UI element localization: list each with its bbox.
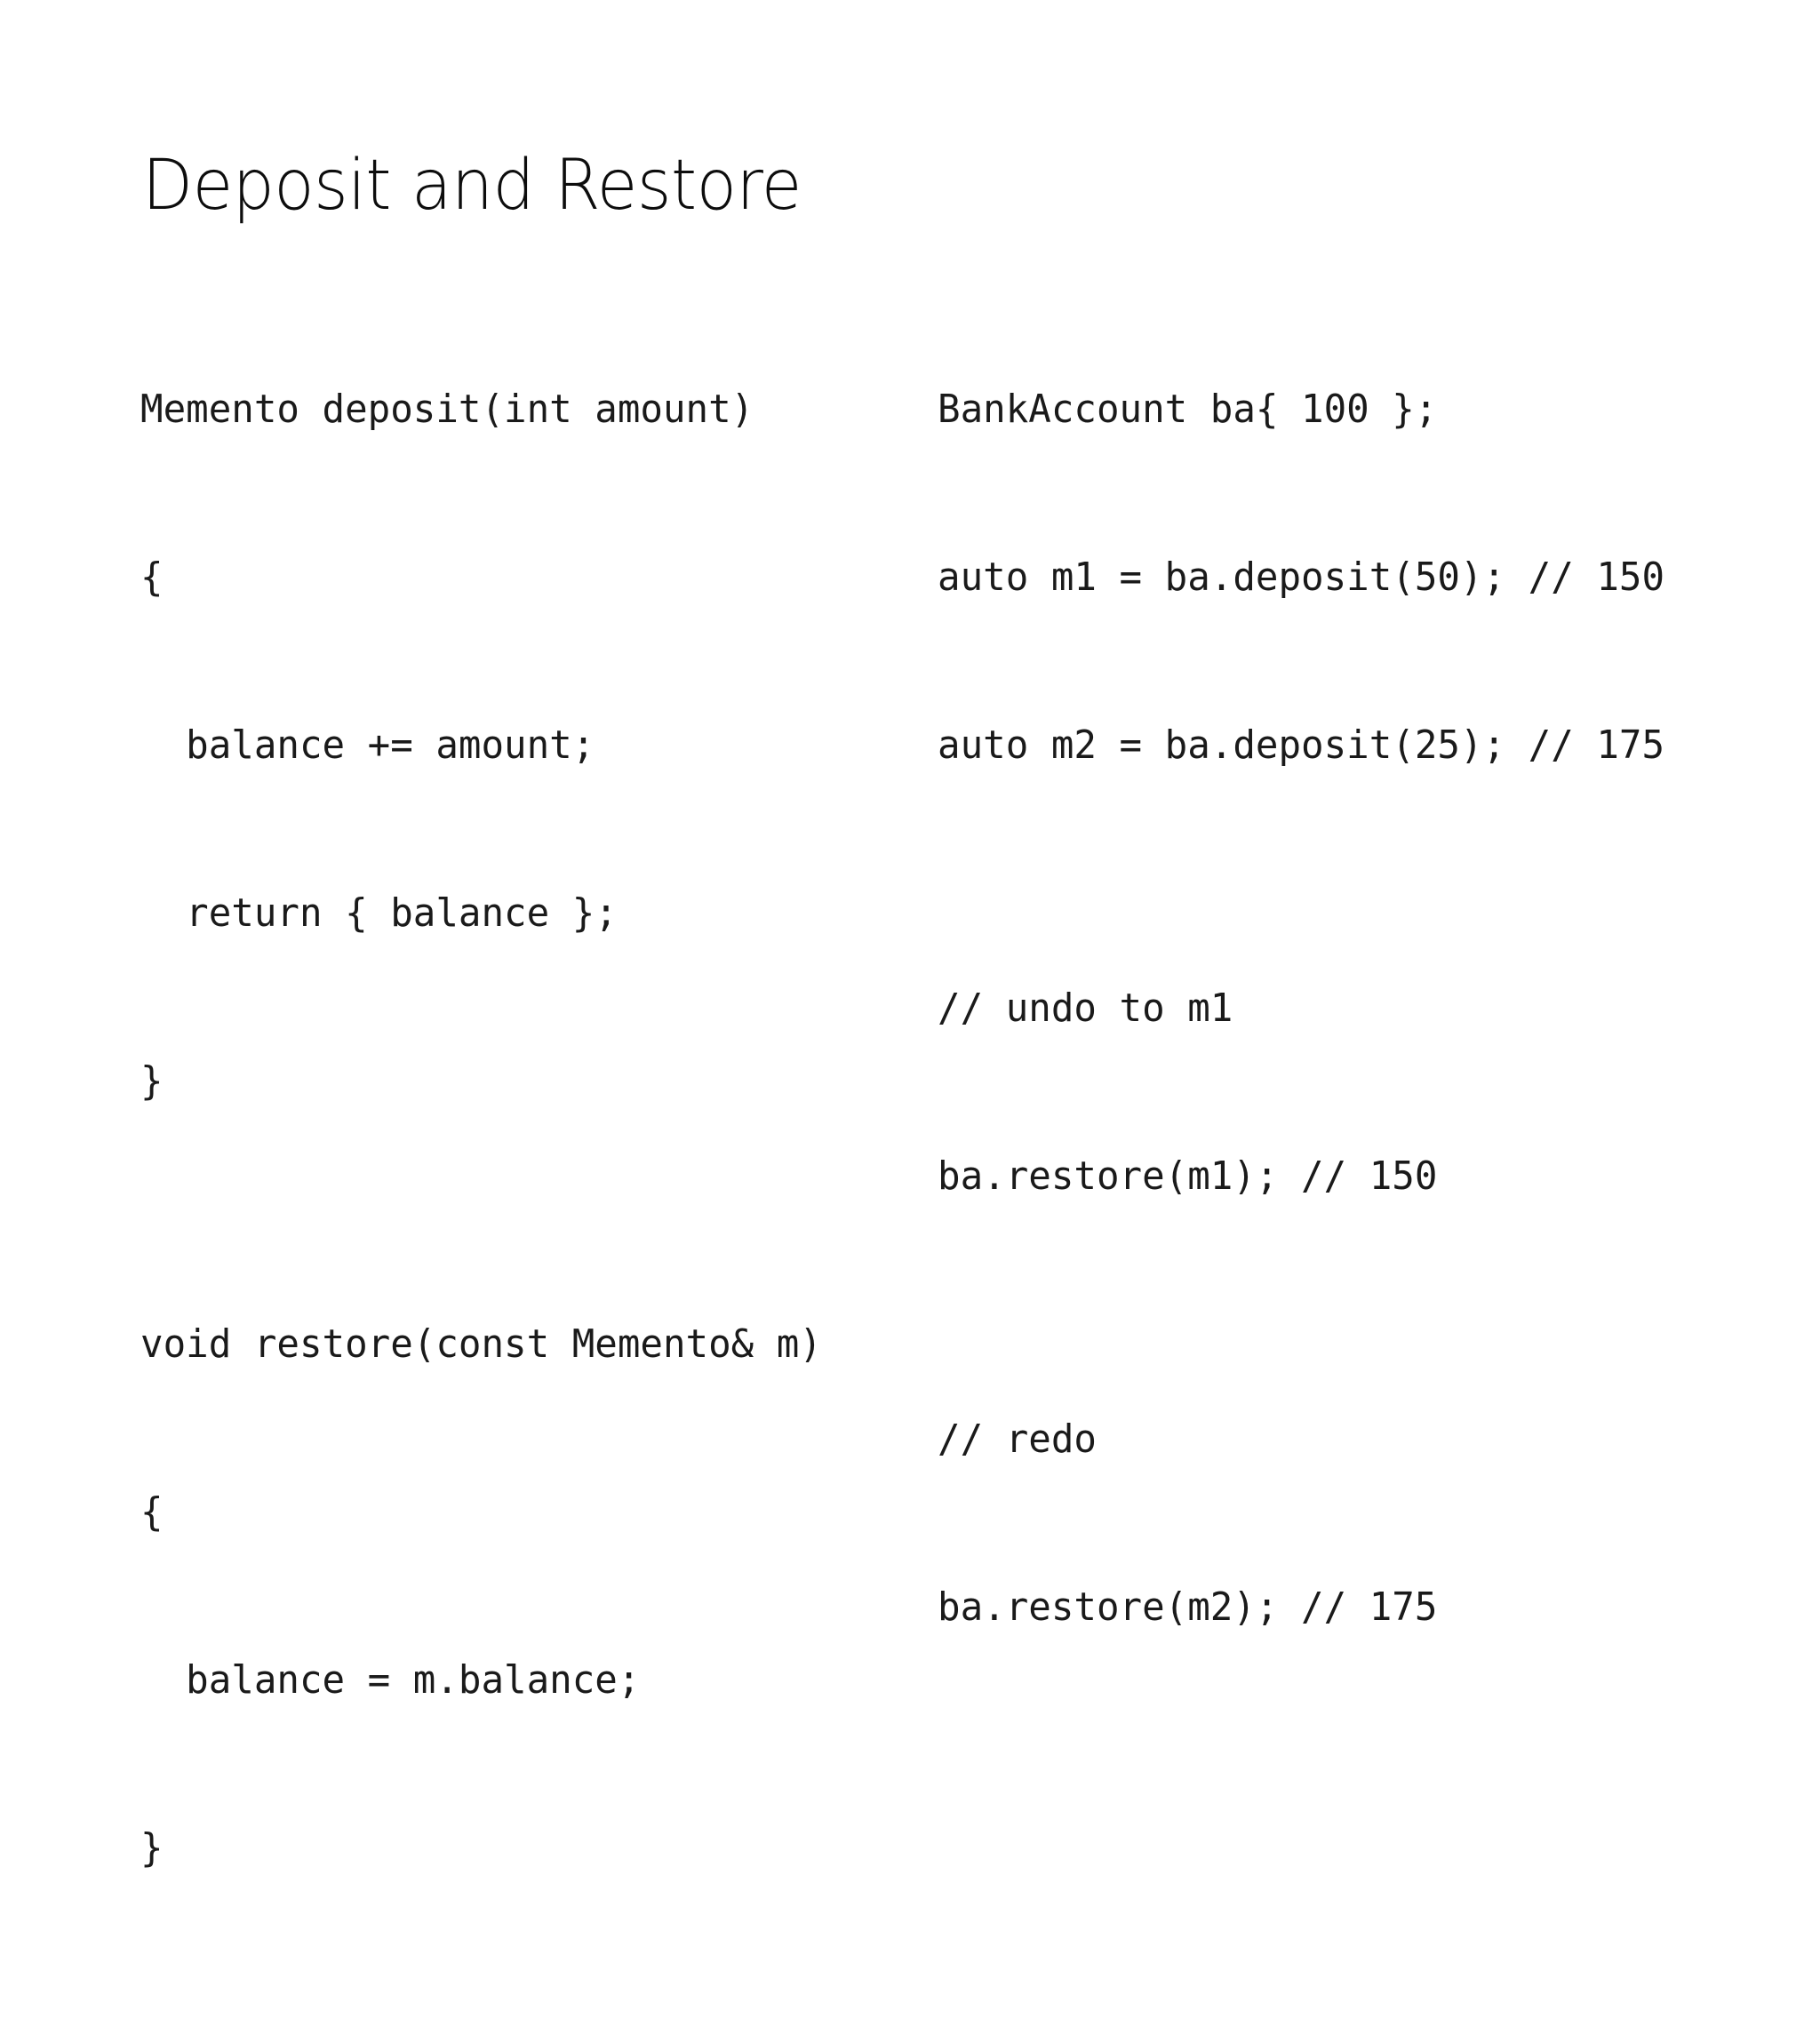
code-block-usage-deposits: BankAccount ba{ 100 }; auto m1 = ba.depo… bbox=[938, 325, 1664, 885]
right-code-column: BankAccount ba{ 100 }; auto m1 = ba.depo… bbox=[938, 286, 1691, 1786]
code-line: auto m2 = ba.deposit(25); // 175 bbox=[938, 722, 1665, 768]
code-line: void restore(const Memento& m) bbox=[140, 1321, 822, 1367]
code-line: return { balance }; bbox=[140, 890, 618, 936]
code-line: balance += amount; bbox=[140, 722, 595, 768]
code-line: } bbox=[140, 1825, 164, 1871]
code-line: { bbox=[140, 555, 164, 600]
code-line: ba.restore(m2); // 175 bbox=[938, 1584, 1438, 1630]
code-line: Memento deposit(int amount) bbox=[140, 387, 754, 432]
left-code-column: Memento deposit(int amount) { balance +=… bbox=[140, 286, 847, 2027]
code-line: } bbox=[140, 1058, 164, 1104]
code-line: // redo bbox=[938, 1417, 1097, 1462]
code-line: balance = m.balance; bbox=[140, 1657, 641, 1703]
code-line: ba.restore(m1); // 150 bbox=[938, 1153, 1438, 1199]
code-block-usage-undo: // undo to m1 ba.restore(m1); // 150 bbox=[938, 924, 1664, 1316]
code-line: BankAccount ba{ 100 }; bbox=[938, 387, 1438, 432]
code-line: auto m1 = ba.deposit(50); // 150 bbox=[938, 555, 1665, 600]
page-title: Deposit and Restore bbox=[142, 146, 802, 227]
code-line: { bbox=[140, 1489, 164, 1535]
code-block-deposit-method: Memento deposit(int amount) { balance +=… bbox=[140, 325, 822, 1221]
slide-root: Deposit and Restore Memento deposit(int … bbox=[140, 146, 1665, 1871]
code-block-restore-method: void restore(const Memento& m) { balance… bbox=[140, 1260, 822, 1988]
code-block-usage-redo: // redo ba.restore(m2); // 175 bbox=[938, 1355, 1664, 1747]
code-line: // undo to m1 bbox=[938, 986, 1233, 1031]
